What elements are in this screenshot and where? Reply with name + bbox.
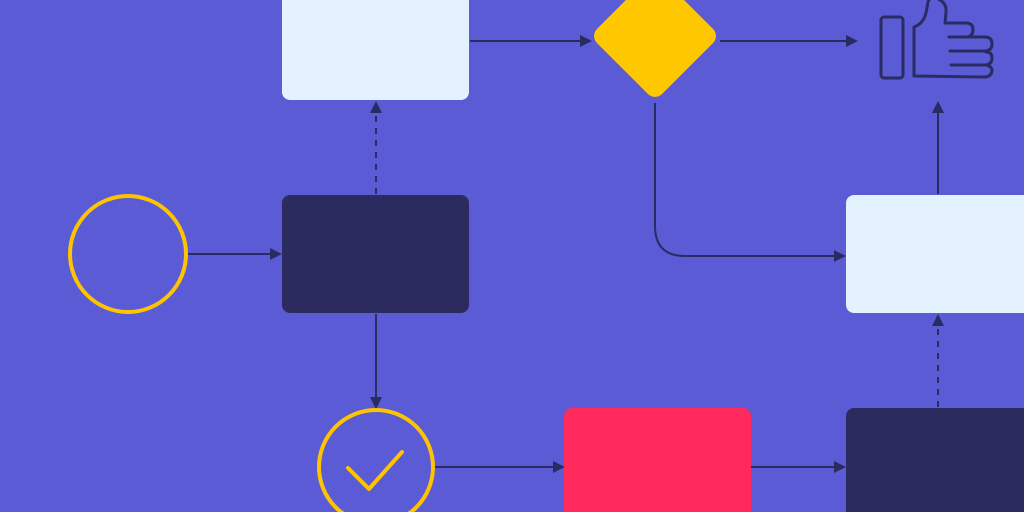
start-circle	[68, 194, 188, 314]
edge-decision-to-process-right	[654, 103, 846, 262]
check-node	[317, 408, 435, 512]
thumbs-up-cuff	[879, 15, 905, 80]
thumbs-up-icon	[879, 0, 994, 80]
process-bottom-right-box	[846, 408, 1024, 512]
process-top-box	[282, 0, 469, 100]
decision-diamond	[594, 0, 716, 97]
checkmark-icon	[346, 450, 404, 491]
check-circle	[317, 408, 435, 512]
process-a-box	[282, 195, 469, 313]
process-right-box	[846, 195, 1024, 313]
process-red-box	[564, 408, 751, 512]
